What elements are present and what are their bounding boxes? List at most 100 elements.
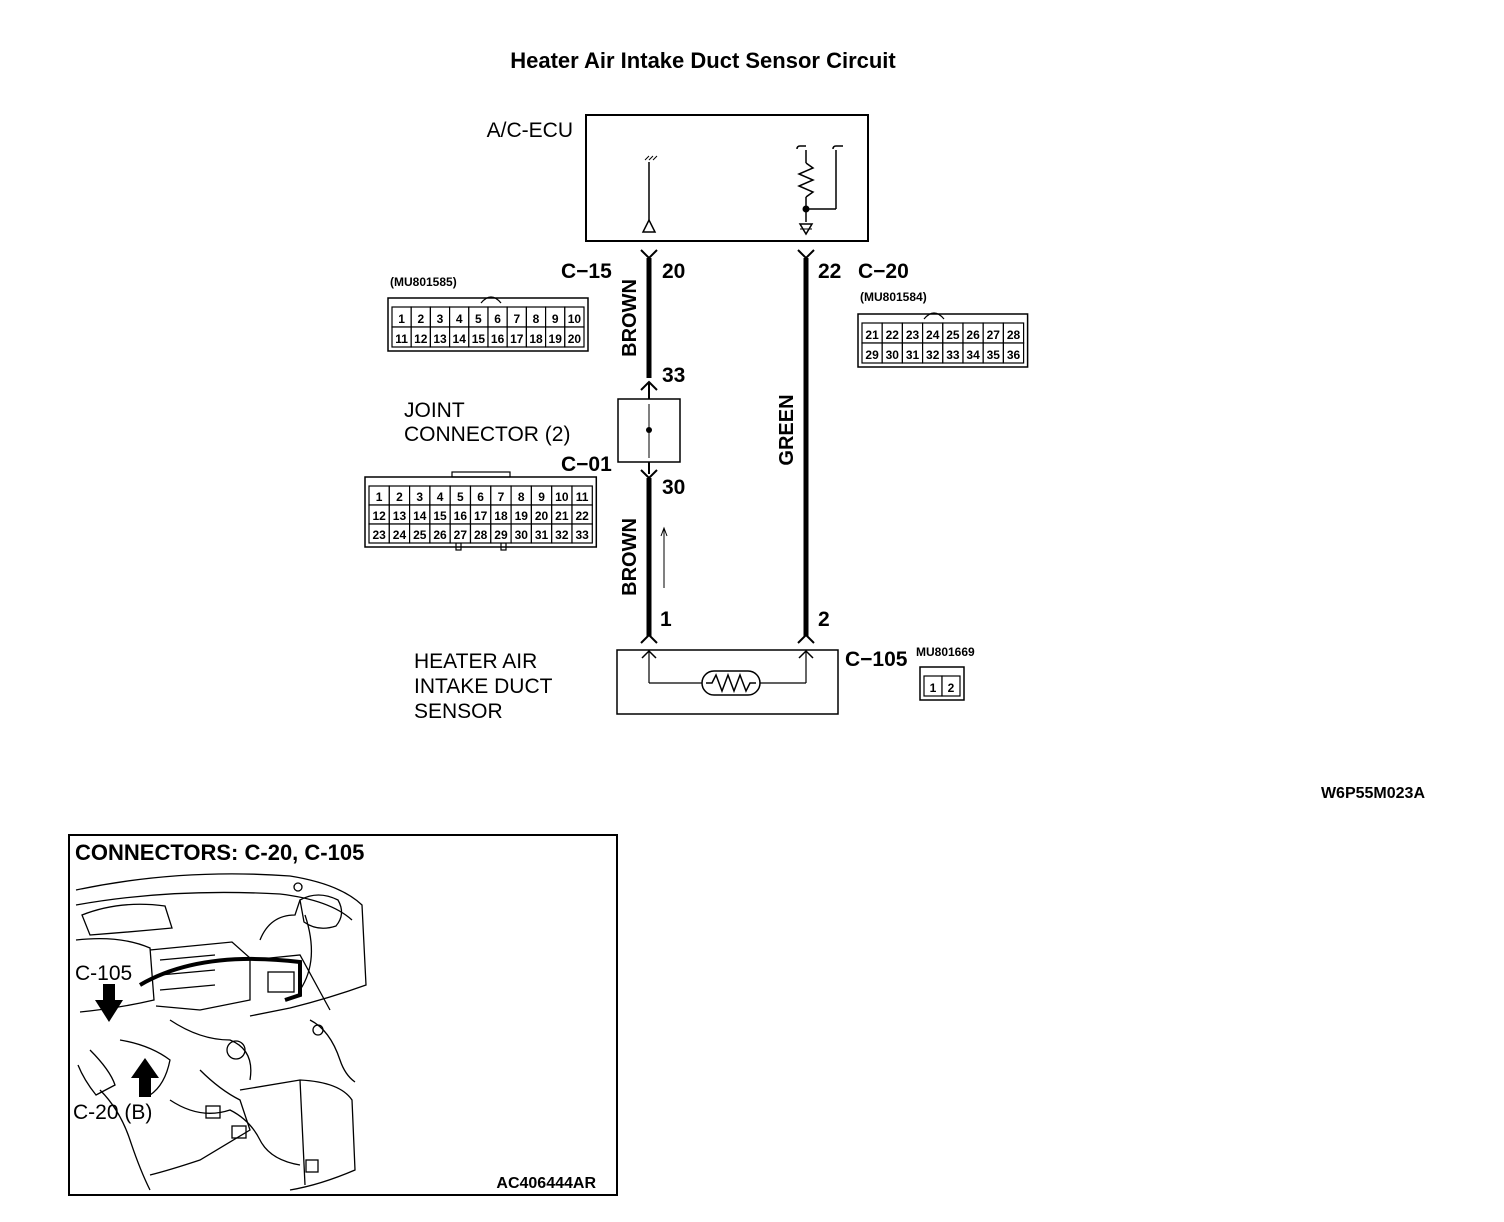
connector-pin-label: 30 [515,528,529,542]
pin-joint-in: 33 [662,364,685,387]
connector-pin-label: 1 [376,490,383,504]
connector-c105-name: C−105 [845,648,908,671]
pin-ecu-left: 20 [662,260,685,283]
connector-pin-label: 20 [535,509,549,523]
connector-pin-label: 13 [393,509,407,523]
connector-pin-label: 21 [865,328,879,342]
connector-pin-label: 3 [437,312,444,326]
connector-pin-label: 35 [987,348,1001,362]
connector-pin-label: 32 [926,348,940,362]
pin-sensor-left: 1 [660,608,672,631]
wire-color-left-top: BROWN [619,279,641,357]
connector-pin-label: 7 [513,312,520,326]
connector-pin-label: 29 [865,348,879,362]
connector-pin-label: 1 [398,312,405,326]
pin-joint-out: 30 [662,476,685,499]
connector-pin-label: 4 [456,312,463,326]
connector-c105-part: MU801669 [916,645,975,659]
pin-sensor-right: 2 [818,608,830,631]
connector-pin-label: 20 [568,332,582,346]
connector-pin-label: 8 [533,312,540,326]
wire-color-left-bottom: BROWN [619,518,641,596]
wire-harness-icon [138,956,302,1002]
connector-pin-label: 17 [474,509,488,523]
connector-pin-label: 33 [575,528,589,542]
locator-title: CONNECTORS: C-20, C-105 [75,840,364,865]
connector-pin-label: 15 [433,509,447,523]
connector-c20-name: C−20 [858,260,909,283]
connector-pin-label: 25 [413,528,427,542]
thermistor-icon [701,670,761,696]
connector-pin-label: 9 [538,490,545,504]
connector-pin-label: 5 [457,490,464,504]
connector-c20-part: (MU801584) [860,290,927,304]
connector-pin-label: 10 [568,312,582,326]
connector-cell [941,675,961,697]
connector-pin-label: 12 [372,509,386,523]
wiring [617,249,815,644]
connector-pin-label: 12 [414,332,428,346]
connector-cell [571,523,593,544]
connector-pin-label: 36 [1007,348,1021,362]
connector-pin-label: 24 [393,528,407,542]
connector-pin-label: 11 [395,332,408,346]
connector-pin-label: 13 [433,332,447,346]
connector-pin-label: 21 [555,509,569,523]
connector-pin-label: 29 [494,528,508,542]
connector-pin-label: 18 [529,332,543,346]
connector-pin-label: 17 [510,332,524,346]
connector-pin-label: 5 [475,312,482,326]
connector-pin-label: 7 [498,490,505,504]
connector-pin-label: 30 [886,348,900,362]
connector-pin-label: 32 [555,528,569,542]
diagram-title: Heater Air Intake Duct Sensor Circuit [510,48,896,73]
connector-pin-label: 11 [576,490,589,504]
connector-pin-label: 14 [413,509,427,523]
connector-pin-label: 22 [575,509,589,523]
connector-pin-label: 26 [966,328,980,342]
dashboard-illustration [75,873,367,1191]
heater-air-intake-duct-sensor [616,649,839,715]
connector-pin-label: 16 [491,332,505,346]
connector-pin-label: 26 [433,528,447,542]
connector-pin-label: 23 [906,328,920,342]
sensor-label-1: HEATER AIR [414,650,537,673]
connector-locator-panel: CONNECTORS: C-20, C-105 [68,834,618,1196]
connector-pin-label: 27 [454,528,468,542]
callout-c20: C-20 (B) [73,1101,152,1124]
connector-pin-label: 6 [477,490,484,504]
connector-pin-label: 23 [372,528,386,542]
connector-pin-label: 9 [552,312,559,326]
connector-pin-label: 4 [437,490,444,504]
ac-ecu: A/C-ECU [487,114,869,242]
sensor-label-2: INTAKE DUCT [414,675,553,698]
diagram-code: W6P55M023A [1321,785,1425,802]
wire-color-right: GREEN [776,394,798,465]
arrow-c20-icon [131,1058,159,1097]
connector-cell [564,326,585,348]
joint-connector-label-2: CONNECTOR (2) [404,423,570,446]
connector-pin-label: 19 [515,509,529,523]
connector-pin-label: 2 [417,312,424,326]
connector-pin-label: 15 [472,332,486,346]
connector-pin-label: 1 [930,681,937,695]
connector-pin-label: 2 [948,681,955,695]
connector-pin-label: 14 [453,332,467,346]
connector-pin-label: 16 [454,509,468,523]
connector-pin-label: 34 [966,348,980,362]
connector-c01-name: C−01 [561,453,612,476]
connector-c15-name: C−15 [561,260,612,283]
connector-pin-label: 22 [886,328,900,342]
connector-pin-label: 10 [555,490,569,504]
locator-code: AC406444AR [496,1175,596,1192]
connector-pin-label: 3 [416,490,423,504]
connector-pin-label: 33 [946,348,960,362]
pin-ecu-right: 22 [818,260,841,283]
callout-c105: C-105 [75,962,132,985]
connector-pin-label: 6 [494,312,501,326]
